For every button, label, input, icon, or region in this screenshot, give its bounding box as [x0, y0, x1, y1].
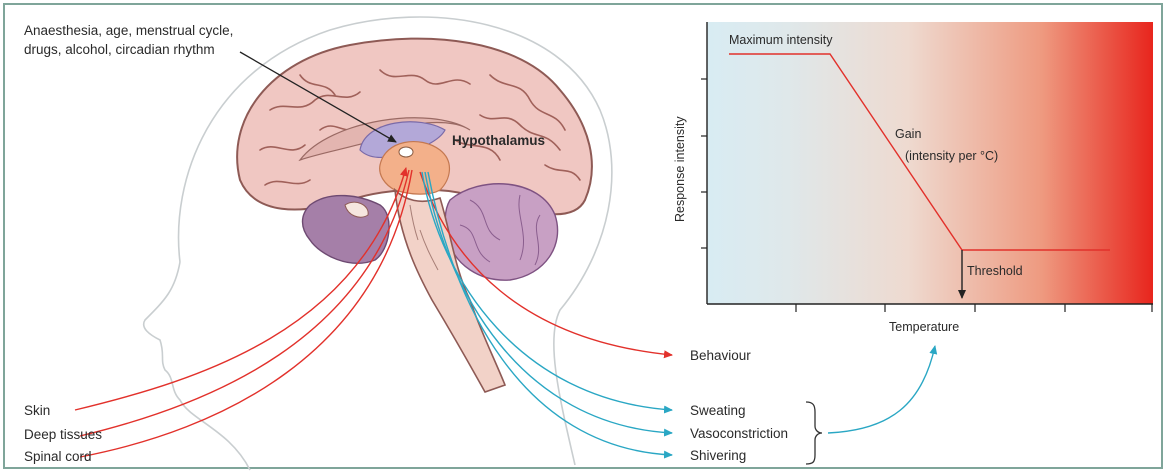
modulators-label-1: Anaesthesia, age, menstrual cycle,	[24, 23, 233, 38]
input-deep-tissues-label: Deep tissues	[24, 427, 102, 442]
autonomic-brace	[806, 402, 822, 464]
output-behaviour-label: Behaviour	[690, 348, 751, 363]
temperature-gradient	[707, 22, 1153, 304]
threshold-label: Threshold	[967, 264, 1023, 278]
y-ticks	[701, 79, 707, 248]
output-shivering-label: Shivering	[690, 448, 746, 463]
gain-label: Gain	[895, 127, 921, 141]
cerebellum	[445, 184, 557, 280]
x-ticks	[796, 304, 1152, 312]
input-skin-label: Skin	[24, 403, 50, 418]
hypothalamus-region	[380, 142, 450, 195]
output-vasoconstriction-label: Vasoconstriction	[690, 426, 788, 441]
response-graph	[701, 22, 1153, 312]
hypothalamus-nucleus	[399, 147, 413, 157]
gain-unit-label: (intensity per °C)	[905, 149, 998, 163]
output-sweating-label: Sweating	[690, 403, 746, 418]
modulators-label-2: drugs, alcohol, circadian rhythm	[24, 42, 215, 57]
y-axis-label: Response intensity	[673, 116, 687, 222]
brain-illustration	[237, 39, 592, 392]
hypothalamus-label: Hypothalamus	[452, 133, 545, 148]
input-spinal-cord-label: Spinal cord	[24, 449, 92, 464]
max-intensity-label: Maximum intensity	[729, 33, 833, 47]
temperature-feedback-arrow	[828, 346, 935, 433]
x-axis-label: Temperature	[889, 320, 959, 334]
